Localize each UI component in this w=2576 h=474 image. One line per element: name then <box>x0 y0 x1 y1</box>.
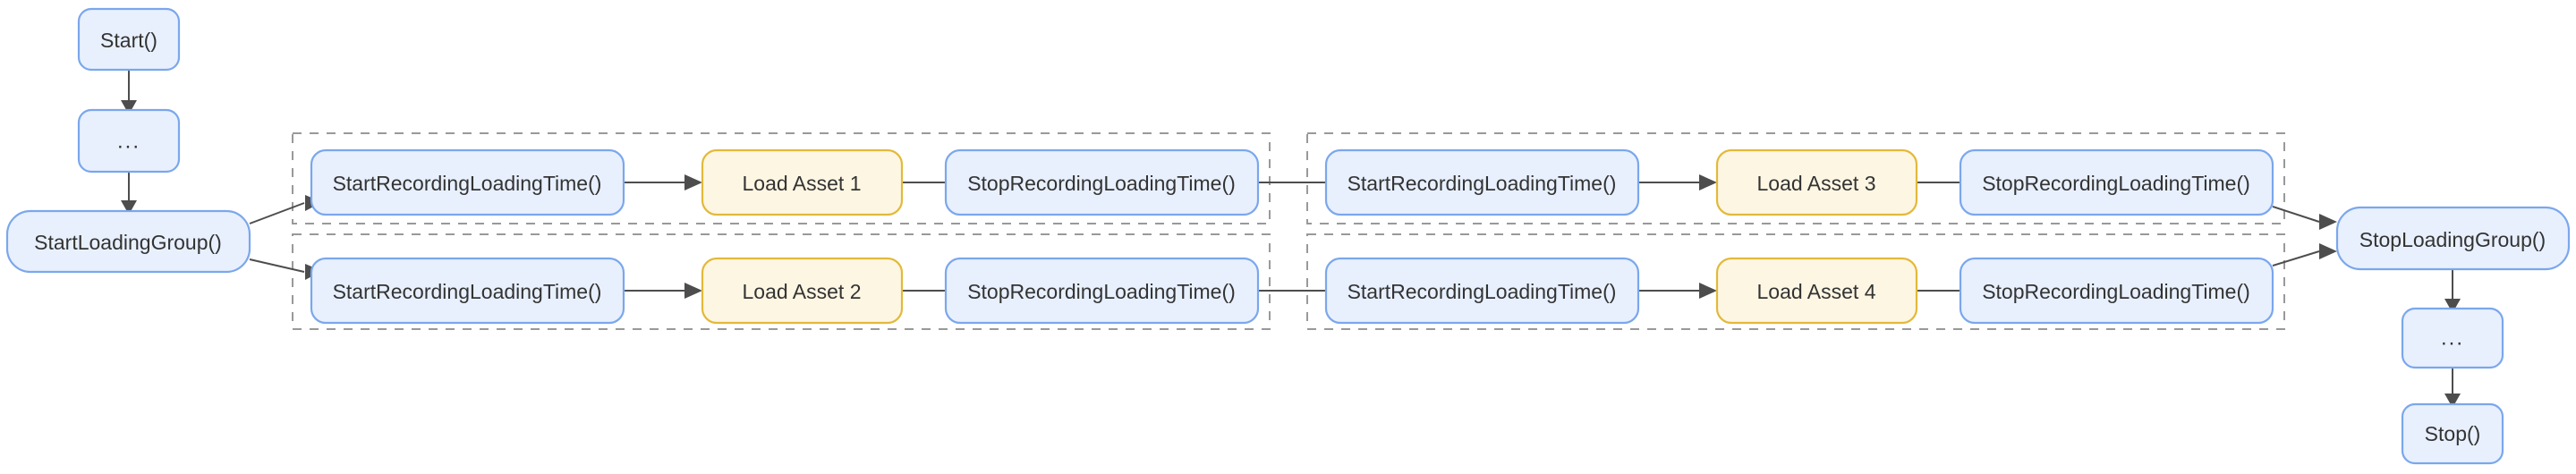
node-g2r2-start-recording[interactable]: StartRecordingLoadingTime() <box>1324 257 1640 325</box>
edge-start-to-ellipsis <box>121 71 137 114</box>
node-stop-label: Stop() <box>2425 422 2481 445</box>
node-g1r1-start-recording[interactable]: StartRecordingLoadingTime() <box>310 148 625 216</box>
node-g1r1-load-asset-label: Load Asset 1 <box>743 172 862 195</box>
node-g2r2-load-asset-label: Load Asset 4 <box>1757 280 1876 303</box>
node-g1r2-start-recording[interactable]: StartRecordingLoadingTime() <box>310 257 625 325</box>
node-pre-ellipsis[interactable]: ... <box>77 108 181 174</box>
edge-row-1-start-to-asset <box>624 174 702 190</box>
node-stop-loading-group-label: StopLoadingGroup() <box>2359 228 2546 251</box>
node-post-ellipsis[interactable]: ... <box>2401 307 2504 369</box>
edge-stop-loading-group-to-ellipsis <box>2444 269 2461 313</box>
node-g1r2-load-asset[interactable]: Load Asset 2 <box>701 257 904 325</box>
node-stop-loading-group[interactable]: StopLoadingGroup() <box>2335 206 2571 271</box>
node-g1r2-start-recording-label: StartRecordingLoadingTime() <box>333 280 602 303</box>
group-box-loading-group-1-row-1 <box>292 132 1271 224</box>
node-g2r1-start-recording-label: StartRecordingLoadingTime() <box>1348 172 1617 195</box>
node-g1r2-load-asset-label: Load Asset 2 <box>743 280 862 303</box>
edge-row-3-start-to-asset <box>1638 174 1717 190</box>
node-g2r1-load-asset[interactable]: Load Asset 3 <box>1715 148 1918 216</box>
group-box-loading-group-2-row-1 <box>1306 132 2285 224</box>
node-g2r1-load-asset-label: Load Asset 3 <box>1757 172 1876 195</box>
node-g2r1-stop-recording[interactable]: StopRecordingLoadingTime() <box>1959 148 2274 216</box>
node-g2r2-start-recording-label: StartRecordingLoadingTime() <box>1348 280 1617 303</box>
node-g1r1-load-asset[interactable]: Load Asset 1 <box>701 148 904 216</box>
node-start-loading-group-label: StartLoadingGroup() <box>34 231 222 254</box>
edge-ellipsis-to-start-loading-group <box>121 172 137 215</box>
node-stop[interactable]: Stop() <box>2401 402 2504 465</box>
edge-row-4-stop-to-stop-loading-group <box>2272 243 2337 267</box>
edge-ellipsis-to-stop <box>2444 368 2461 408</box>
node-g2r2-load-asset[interactable]: Load Asset 4 <box>1715 257 1918 325</box>
node-pre-ellipsis-label: ... <box>117 130 140 154</box>
node-g2r1-start-recording[interactable]: StartRecordingLoadingTime() <box>1324 148 1640 216</box>
node-g1r2-stop-recording[interactable]: StopRecordingLoadingTime() <box>944 257 1260 325</box>
node-g2r2-stop-recording[interactable]: StopRecordingLoadingTime() <box>1959 257 2274 325</box>
node-start[interactable]: Start() <box>77 7 181 72</box>
node-g1r1-start-recording-label: StartRecordingLoadingTime() <box>333 172 602 195</box>
node-g1r2-stop-recording-label: StopRecordingLoadingTime() <box>967 280 1236 303</box>
node-start-loading-group[interactable]: StartLoadingGroup() <box>5 209 251 274</box>
edge-row-2-start-to-asset <box>624 283 702 299</box>
edge-row-3-stop-to-stop-loading-group <box>2272 206 2337 230</box>
node-start-label: Start() <box>100 29 157 52</box>
node-g1r1-stop-recording-label: StopRecordingLoadingTime() <box>967 172 1236 195</box>
node-post-ellipsis-label: ... <box>2441 326 2464 351</box>
node-g2r1-stop-recording-label: StopRecordingLoadingTime() <box>1982 172 2250 195</box>
node-g2r2-stop-recording-label: StopRecordingLoadingTime() <box>1982 280 2250 303</box>
group-box-loading-group-1-row-2 <box>292 233 1271 330</box>
edge-row-4-start-to-asset <box>1638 283 1717 299</box>
node-g1r1-stop-recording[interactable]: StopRecordingLoadingTime() <box>944 148 1260 216</box>
group-box-loading-group-2-row-2 <box>1306 233 2285 330</box>
